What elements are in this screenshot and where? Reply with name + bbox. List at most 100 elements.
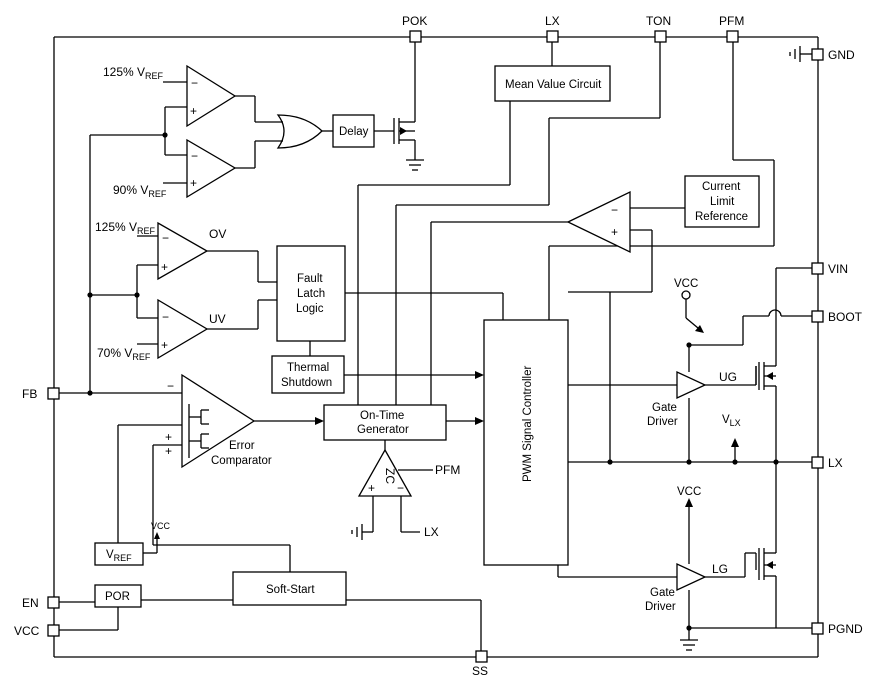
- thermal-shutdown: [271, 355, 345, 394]
- ref-70-label: 70% VREF: [97, 346, 151, 362]
- pok-nmos: [393, 42, 424, 171]
- zc-label: ZC: [383, 468, 397, 484]
- ug-driver-label-1: Gate: [652, 402, 677, 414]
- pin-pgnd: [811, 622, 824, 635]
- pok-lower-plus: +: [190, 176, 197, 190]
- vref-vcc-arrow: VCC: [143, 521, 171, 554]
- fault-label-2: Latch: [297, 288, 325, 300]
- lg-driver: LG Gate Driver VCC: [557, 486, 812, 651]
- pin-lx-right-label: LX: [828, 456, 843, 470]
- pin-pfm: [726, 30, 739, 43]
- pin-boot: [811, 310, 824, 323]
- pin-lx-top: [546, 30, 559, 43]
- zc-pfm-label: PFM: [435, 463, 460, 477]
- pin-gnd: [811, 48, 824, 61]
- error-plus-1: +: [165, 430, 172, 444]
- current-limit-comparator: − +: [566, 190, 685, 293]
- vlx-label: VLX: [722, 414, 741, 428]
- current-limit-reference: [684, 175, 760, 228]
- fault-to-pwm: [309, 292, 504, 356]
- fault-latch-logic: [276, 245, 346, 342]
- pin-fb: [47, 387, 60, 400]
- pok-upper-plus: +: [190, 104, 197, 118]
- pin-pfm-label: PFM: [719, 14, 744, 28]
- pin-fb-label: FB: [22, 387, 37, 401]
- fault-label-3: Logic: [296, 303, 324, 315]
- pok-lower-comparator: − + 90% VREF: [113, 138, 237, 199]
- pok-upper-comparator: − + 125% VREF: [103, 64, 237, 128]
- pins: POK LX TON PFM GND VIN BOOT LX PGND FB E…: [14, 14, 863, 678]
- cl-comp-minus: −: [611, 203, 618, 217]
- pin-vin-label: VIN: [828, 262, 848, 276]
- current-limit-label-2: Limit: [710, 196, 735, 208]
- lg-driver-label-1: Gate: [650, 587, 675, 599]
- vref-vcc-label: VCC: [151, 521, 171, 531]
- pok-upper-minus: −: [191, 76, 198, 90]
- ground-symbol-top: [789, 46, 812, 62]
- pin-vcc: [47, 624, 60, 637]
- ref-125-ov-label: 125% VREF: [95, 220, 156, 236]
- mean-value-circuit-label: Mean Value Circuit: [505, 79, 602, 91]
- pin-en-label: EN: [22, 596, 39, 610]
- uv-label: UV: [209, 312, 226, 326]
- lx-node: VLX: [568, 292, 812, 465]
- pfm-route: [548, 42, 775, 320]
- mean-value-circuit: [494, 65, 611, 102]
- zc-minus: −: [397, 481, 404, 495]
- cl-comp-plus: +: [611, 225, 618, 239]
- uv-minus: −: [162, 310, 169, 324]
- fb-bus: [59, 106, 187, 396]
- vref-label: VREF: [106, 549, 132, 563]
- pin-ss-label: SS: [472, 664, 488, 678]
- en-vcc-ss-wires: [59, 599, 482, 651]
- pin-vin: [811, 262, 824, 275]
- upper-nmos: [755, 267, 812, 462]
- pin-lx-top-label: LX: [545, 14, 560, 28]
- uv-plus: +: [161, 338, 168, 352]
- error-plus-2: +: [165, 444, 172, 458]
- pin-pok: [409, 30, 422, 43]
- on-time-generator: [323, 404, 447, 441]
- zc-comparator: ZC + − PFM LX: [351, 448, 460, 540]
- ontime-to-pwm: [384, 417, 484, 450]
- ref-90-label: 90% VREF: [113, 183, 167, 199]
- ug-driver-label-2: Driver: [647, 416, 678, 428]
- pok-lower-minus: −: [191, 149, 198, 163]
- current-limit-label-1: Current: [702, 181, 741, 193]
- or-gate: [235, 95, 333, 169]
- ref-125-top-label: 125% VREF: [103, 65, 164, 81]
- vref-block: [94, 542, 144, 566]
- pin-pgnd-label: PGND: [828, 622, 863, 636]
- soft-start-label: Soft-Start: [266, 584, 315, 596]
- error-label-1: Error: [229, 440, 255, 452]
- error-comparator: − + + Error Comparator: [165, 373, 324, 469]
- error-label-2: Comparator: [211, 455, 272, 467]
- chip-outline: [53, 36, 819, 658]
- pin-pok-label: POK: [402, 14, 427, 28]
- pwm-signal-controller: [483, 319, 569, 566]
- ontime-input-wires: [357, 42, 661, 405]
- pin-gnd-label: GND: [828, 48, 855, 62]
- ov-comparator: − + 125% VREF OV: [95, 220, 277, 283]
- fault-label-1: Fault: [297, 273, 323, 285]
- pin-ton: [654, 30, 667, 43]
- soft-start-block: [232, 571, 347, 606]
- ov-plus: +: [161, 260, 168, 274]
- pwm-label: PWM Signal Controller: [522, 366, 534, 482]
- delay-label: Delay: [339, 126, 369, 138]
- por-label: POR: [105, 591, 130, 603]
- thermal-label-1: Thermal: [287, 362, 329, 374]
- vref-feed: [117, 424, 291, 572]
- thermal-label-2: Shutdown: [281, 377, 332, 389]
- pin-en: [47, 596, 60, 609]
- pin-ton-label: TON: [646, 14, 671, 28]
- thermal-to-pwm: [344, 371, 484, 379]
- lg-driver-label-2: Driver: [645, 601, 676, 613]
- ug-driver: UG Gate Driver: [568, 309, 812, 462]
- pin-vcc-label: VCC: [14, 624, 40, 638]
- pin-boot-label: BOOT: [828, 310, 863, 324]
- lower-nmos: [755, 462, 777, 628]
- current-limit-label-3: Reference: [695, 211, 748, 223]
- vcc-ug-label: VCC: [674, 278, 698, 290]
- pin-lx-right: [811, 456, 824, 469]
